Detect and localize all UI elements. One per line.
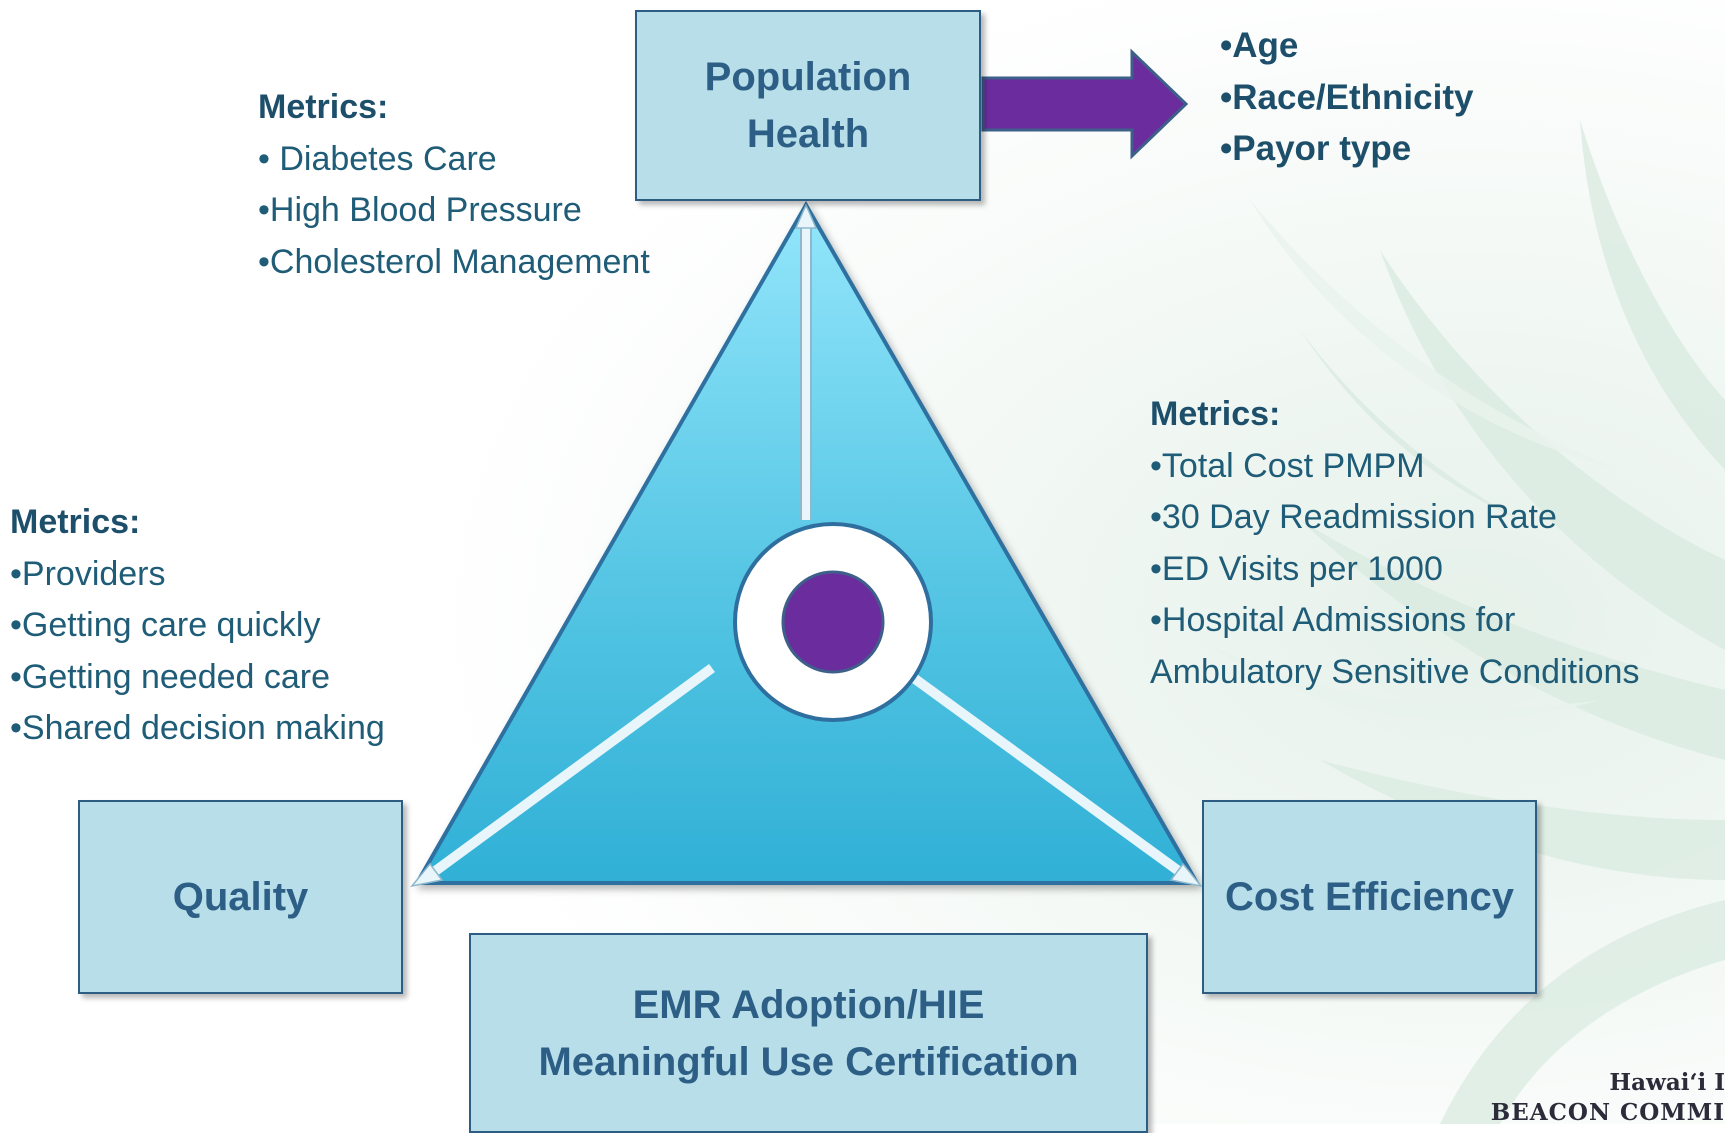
population-metrics: Metrics: • Diabetes Care •High Blood Pre… (258, 82, 650, 288)
cost-metrics: Metrics: •Total Cost PMPM •30 Day Readmi… (1150, 389, 1639, 698)
cost-metric-item: •Hospital Admissions for (1150, 601, 1516, 639)
arrowhead-up (794, 203, 818, 229)
demographic-item: •Race/Ethnicity (1220, 77, 1474, 117)
cost-metric-item: •ED Visits per 1000 (1150, 549, 1443, 588)
population-metric-item: •Cholesterol Management (258, 242, 650, 281)
population-metrics-heading: Metrics: (258, 88, 389, 126)
population-health-label-line1: Population (704, 54, 912, 99)
arrowhead-left (410, 862, 444, 888)
quality-metric-item: •Shared decision making (10, 709, 385, 747)
population-metric-item: •High Blood Pressure (258, 191, 582, 229)
cost-metric-item: •Total Cost PMPM (1150, 446, 1425, 485)
demographics-arrow (981, 48, 1189, 160)
hub-dot (781, 570, 885, 674)
cost-efficiency-box: Cost Efficiency (1202, 800, 1537, 994)
quality-metrics-heading: Metrics: (10, 503, 141, 541)
emr-label-line1: EMR Adoption/HIE (632, 983, 985, 1027)
logo-line-2: BEACON COMMI (1490, 1099, 1725, 1126)
spoke-to-quality (431, 663, 715, 877)
quality-label: Quality (172, 874, 309, 919)
quality-metric-item: •Getting needed care (10, 657, 331, 696)
demographics-list: •Age •Race/Ethnicity •Payor type (1220, 20, 1473, 175)
cost-metric-item: Ambulatory Sensitive Conditions (1150, 652, 1640, 691)
emr-adoption-box: EMR Adoption/HIE Meaningful Use Certific… (469, 933, 1148, 1133)
population-health-label-line2: Health (746, 111, 870, 156)
quality-metrics: Metrics: •Providers •Getting care quickl… (10, 497, 385, 755)
logo-line-1: Hawai‘i I (1609, 1069, 1725, 1096)
demographic-item: •Age (1220, 26, 1299, 65)
cost-efficiency-label: Cost Efficiency (1225, 874, 1514, 919)
emr-label-line2: Meaningful Use Certification (538, 1040, 1079, 1084)
spoke-to-cost (897, 663, 1183, 877)
cost-metrics-heading: Metrics: (1150, 395, 1281, 433)
triangle-spokes (431, 225, 1183, 877)
demographic-item: •Payor type (1220, 129, 1412, 168)
population-metric-item: • Diabetes Care (258, 139, 497, 178)
arrowhead-right (1169, 862, 1203, 888)
quality-box: Quality (78, 800, 403, 994)
population-health-box: Population Health (635, 10, 981, 201)
quality-metric-item: •Providers (10, 554, 166, 593)
cost-metric-item: •30 Day Readmission Rate (1150, 498, 1557, 536)
quality-metric-item: •Getting care quickly (10, 606, 321, 644)
beacon-community-logo: Hawai‘i I BEACON COMMI (1485, 1068, 1725, 1128)
